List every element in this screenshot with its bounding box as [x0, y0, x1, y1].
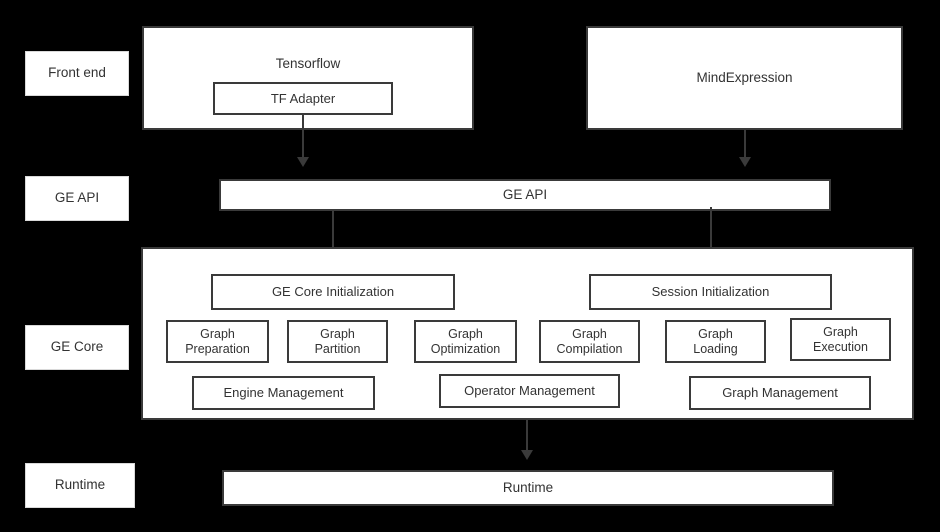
- graph-compilation-box[interactable]: Graph Compilation: [539, 320, 640, 363]
- layer-label-ge-api: GE API: [25, 176, 129, 221]
- layer-label-runtime: Runtime: [25, 463, 135, 508]
- graph-execution-box[interactable]: Graph Execution: [790, 318, 891, 361]
- graph-optimization-box[interactable]: Graph Optimization: [414, 320, 517, 363]
- engine-management-box[interactable]: Engine Management: [192, 376, 375, 410]
- connector-mindexpression-to-ge-api: [744, 130, 746, 159]
- connector-ge-api-to-ge-core-init: [332, 211, 334, 263]
- arrowhead-mindexpression-to-ge-api: [739, 157, 751, 167]
- runtime-bar[interactable]: Runtime: [222, 470, 834, 506]
- ge-core-initialization-box[interactable]: GE Core Initialization: [211, 274, 455, 310]
- arrowhead-tf-adapter-to-ge-api: [297, 157, 309, 167]
- graph-management-box[interactable]: Graph Management: [689, 376, 871, 410]
- connector-ge-api-to-session-init: [710, 207, 712, 263]
- arrowhead-ge-core-to-runtime: [521, 450, 533, 460]
- tensorflow-label: Tensorflow: [275, 56, 341, 71]
- tf-adapter-box[interactable]: TF Adapter: [213, 82, 393, 115]
- ge-api-bar[interactable]: GE API: [219, 179, 831, 211]
- graph-loading-box[interactable]: Graph Loading: [665, 320, 766, 363]
- connector-ge-core-to-runtime: [526, 420, 528, 452]
- connector-tf-adapter-to-ge-api: [302, 115, 304, 159]
- layer-label-ge-core: GE Core: [25, 325, 129, 370]
- graph-partition-box[interactable]: Graph Partition: [287, 320, 388, 363]
- session-initialization-box[interactable]: Session Initialization: [589, 274, 832, 310]
- graph-preparation-box[interactable]: Graph Preparation: [166, 320, 269, 363]
- layer-label-front-end: Front end: [25, 51, 129, 96]
- operator-management-box[interactable]: Operator Management: [439, 374, 620, 408]
- frontend-mindexpression-container[interactable]: MindExpression: [586, 26, 903, 130]
